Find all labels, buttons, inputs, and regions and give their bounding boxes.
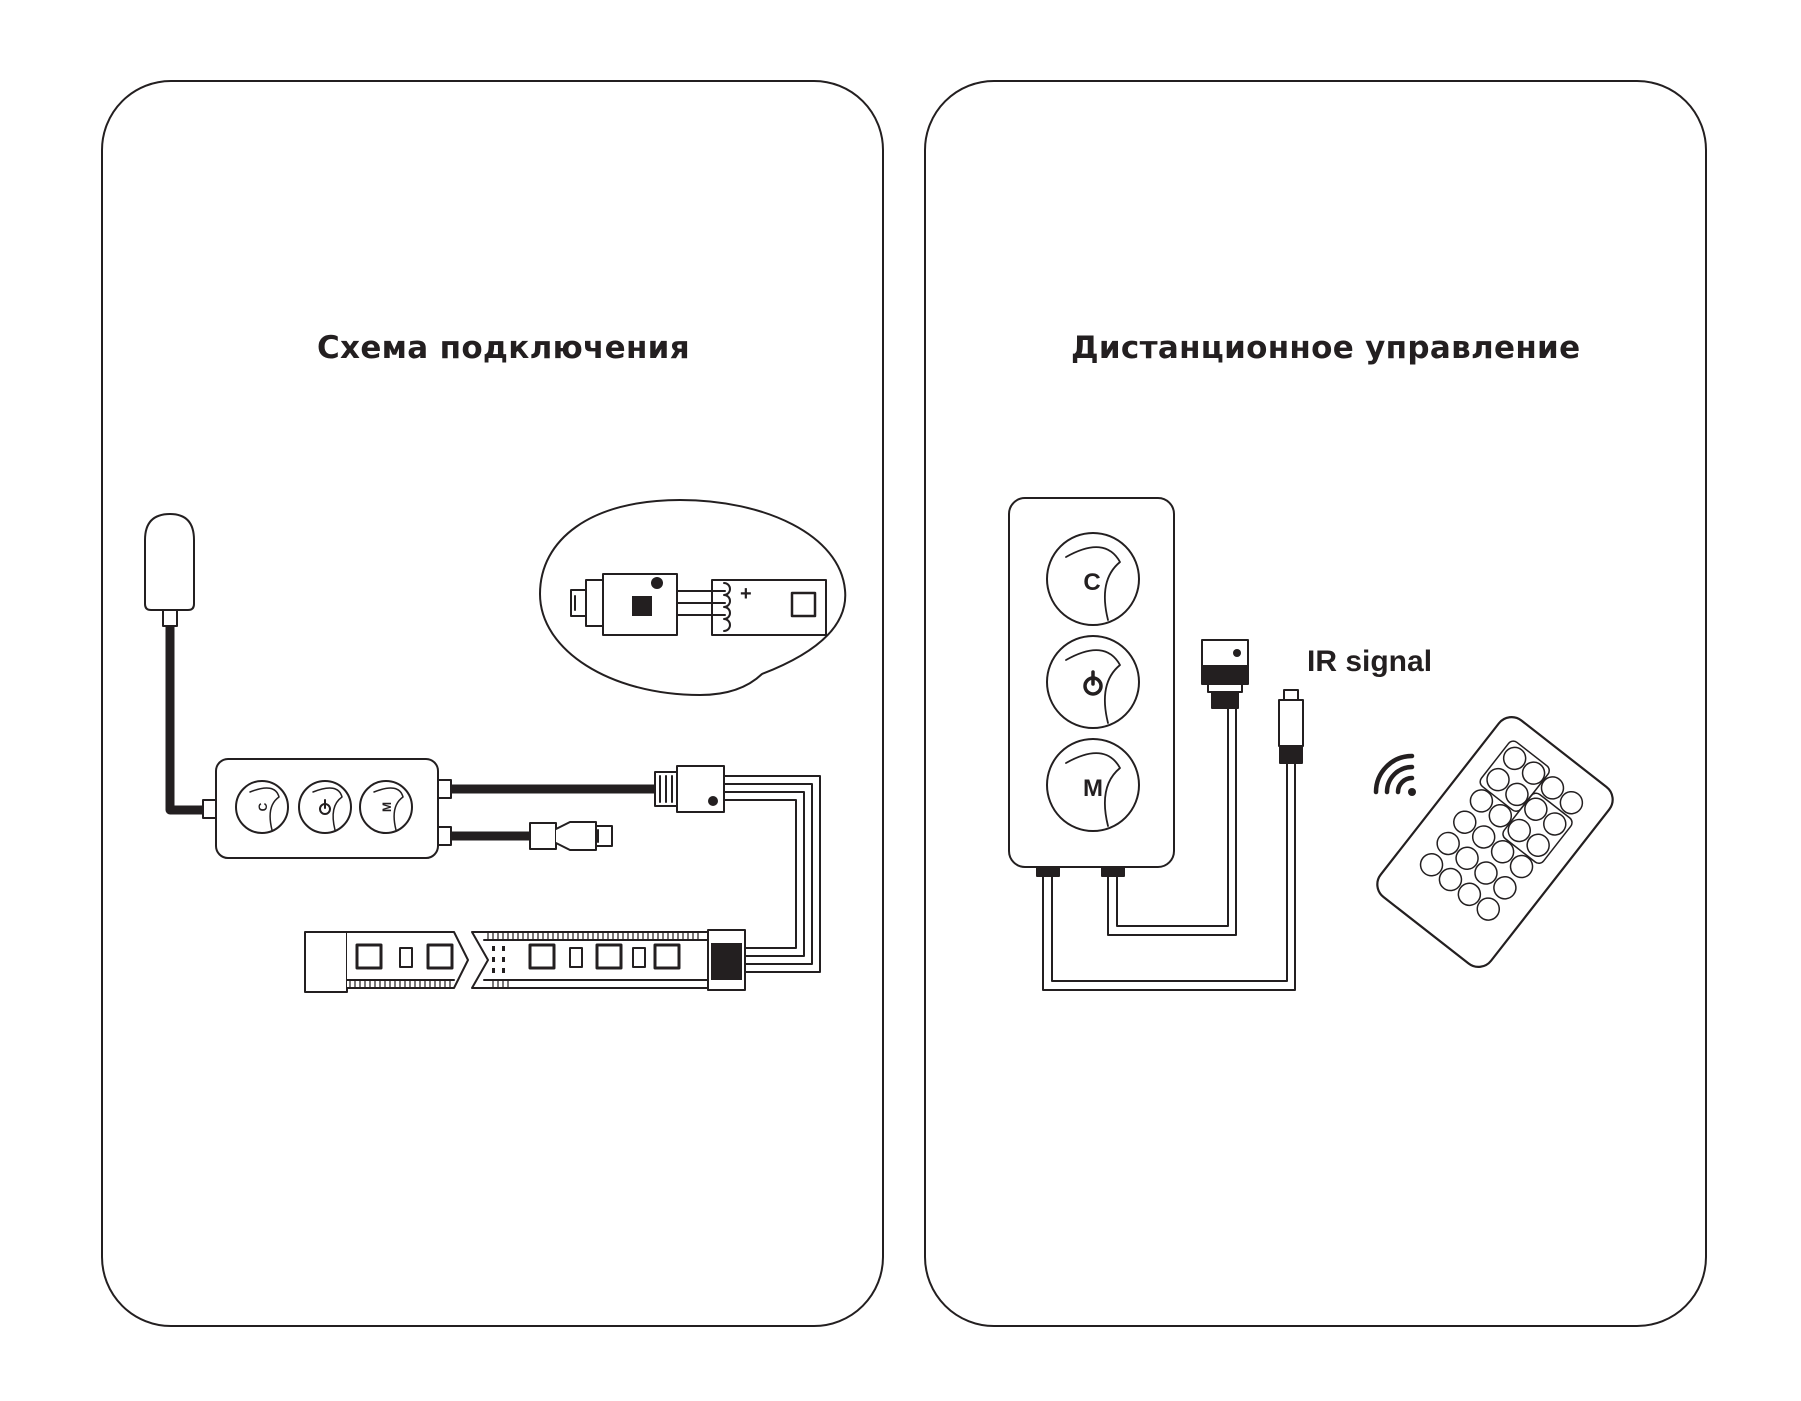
svg-text:C: C	[256, 802, 270, 811]
remote-panel-title: Дистанционное управление	[1071, 330, 1581, 366]
svg-text:C: C	[1083, 569, 1100, 596]
m-button: M	[359, 780, 413, 834]
ir-receiver	[1278, 689, 1304, 764]
ir-signal-label: IR signal	[1307, 645, 1432, 678]
svg-text:M: M	[1083, 775, 1103, 802]
rgb-connector	[1201, 639, 1249, 709]
ir-signal-icon	[1373, 753, 1416, 796]
strip-connector	[654, 765, 725, 813]
ir-sensor	[529, 821, 613, 851]
wiring-panel-title: Схема подключения	[317, 330, 690, 366]
remote-controller: C M	[1008, 497, 1175, 877]
controller-m-button: M	[1046, 738, 1140, 832]
power-button	[298, 780, 352, 834]
led-strip	[304, 929, 746, 993]
controller-cables	[1042, 707, 1296, 991]
remote-control	[1376, 716, 1614, 968]
power-adapter	[144, 513, 195, 627]
strip-wires	[723, 775, 821, 973]
power-cable	[165, 626, 203, 815]
controller-power-button	[1046, 635, 1140, 729]
wiring-panel	[101, 80, 884, 1327]
svg-text:M: M	[380, 802, 394, 812]
plug-detail: +	[570, 573, 827, 636]
c-button: C	[235, 780, 289, 834]
controller-c-button: C	[1046, 532, 1140, 626]
zoom-callout: +	[539, 499, 847, 696]
mini-controller: C M	[202, 758, 452, 859]
svg-text:+: +	[740, 583, 752, 605]
